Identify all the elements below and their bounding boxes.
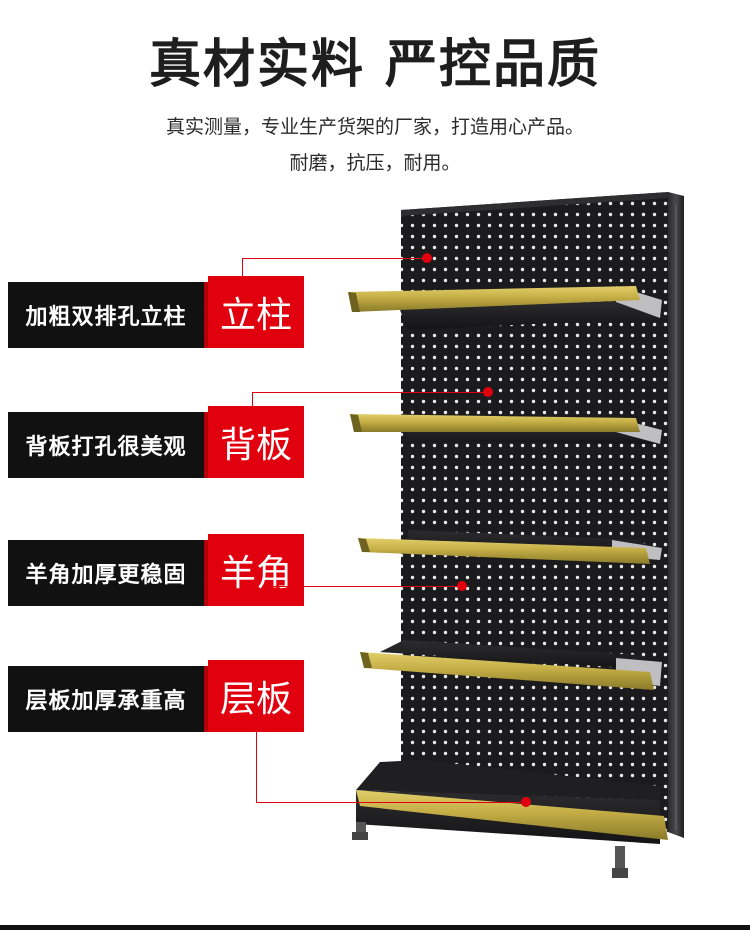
shelf-2: [350, 414, 662, 444]
leader-line-backboard: [252, 392, 489, 407]
feature-callout-upright: 加粗双排孔立柱 立柱: [8, 276, 308, 348]
marker-dot-shelf-board: [521, 797, 531, 807]
bottom-rule: [0, 925, 750, 930]
shelf-4: [360, 640, 662, 690]
feature-callout-bracket: 羊角加厚更稳固 羊角: [8, 534, 308, 606]
leader-line-bracket: [262, 586, 462, 588]
shelf-3: [358, 530, 662, 564]
feature-name: 背板: [208, 406, 304, 478]
leader-line-upright: [242, 258, 428, 277]
back-panel-edge: [401, 192, 668, 216]
leader-line-shelf-board: [256, 732, 527, 803]
page-title: 真材实料 严控品质: [148, 35, 602, 95]
feature-name: 立柱: [208, 276, 304, 348]
marker-dot-upright: [422, 253, 432, 263]
feature-description: 背板打孔很美观: [8, 412, 204, 478]
feature-callout-shelf-board: 层板加厚承重高 层板: [8, 660, 308, 732]
feature-description: 加粗双排孔立柱: [8, 282, 204, 348]
feature-description: 层板加厚承重高: [8, 666, 204, 732]
marker-dot-bracket: [457, 581, 467, 591]
feature-callout-backboard: 背板打孔很美观 背板: [8, 406, 308, 478]
feature-description: 羊角加厚更稳固: [8, 540, 204, 606]
subtitle-line-1: 真实测量，专业生产货架的厂家，打造用心产品。: [165, 116, 584, 138]
marker-dot-backboard: [483, 387, 493, 397]
feature-name: 羊角: [208, 534, 304, 606]
shelf-1: [348, 286, 662, 330]
feature-name: 层板: [208, 660, 304, 732]
subtitle-line-2: 耐磨，抗压，耐用。: [289, 152, 461, 174]
